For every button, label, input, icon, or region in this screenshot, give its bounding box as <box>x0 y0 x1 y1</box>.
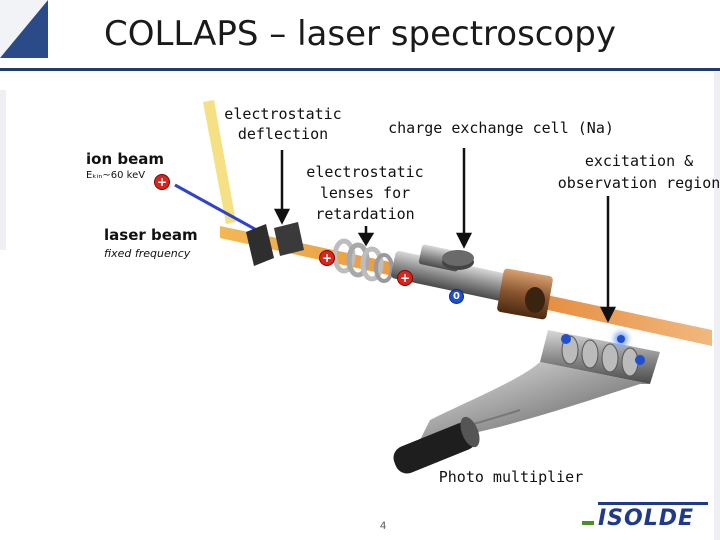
corner-decoration <box>0 0 48 58</box>
excited-atom-marker-3 <box>635 355 645 365</box>
label-excitation-region: excitation & observation region <box>557 152 720 192</box>
excited-atom-marker-2 <box>617 335 625 343</box>
lens-rings <box>332 238 394 283</box>
ion-plus-marker: + <box>154 174 170 190</box>
label-photo-multiplier: Photo multiplier <box>438 468 584 486</box>
label-ion-beam: ion beam <box>86 150 165 168</box>
label-charge-exchange-cell: charge exchange cell (Na) <box>388 119 614 137</box>
title-rule <box>0 68 720 71</box>
charge-exchange-cell <box>391 244 553 320</box>
label-ion-energy: Eₖᵢₙ~60 keV <box>86 170 146 181</box>
side-strip <box>714 72 720 540</box>
isolde-logo-graphic: ISOLDE <box>582 502 708 531</box>
light-guide-funnel <box>420 362 650 440</box>
svg-text:ISOLDE: ISOLDE <box>598 506 694 530</box>
label-laser-beam: laser beam <box>104 226 198 244</box>
label-electrostatic-deflection: electrostatic deflection <box>224 105 342 143</box>
label-electrostatic-lenses: electrostatic lenses for retardation <box>306 163 424 223</box>
neutral-atom-marker: 0 <box>449 289 464 304</box>
deflector-plate-right <box>274 222 304 256</box>
side-strip-left <box>0 90 6 250</box>
ion-beam-path <box>203 100 236 224</box>
ion-plus-marker-3: + <box>397 270 413 286</box>
laser-beam-path <box>174 183 263 235</box>
page-title: COLLAPS – laser spectroscopy <box>103 14 616 54</box>
photo-multiplier-tube <box>393 416 480 474</box>
label-fixed-frequency: fixed frequency <box>104 247 191 260</box>
isolde-logo: ISOLDE <box>580 498 712 531</box>
excited-atom-marker-1 <box>561 334 571 344</box>
deflector-plate-left <box>246 224 274 266</box>
ion-plus-marker-2: + <box>319 250 335 266</box>
page-number: 4 <box>380 520 387 532</box>
